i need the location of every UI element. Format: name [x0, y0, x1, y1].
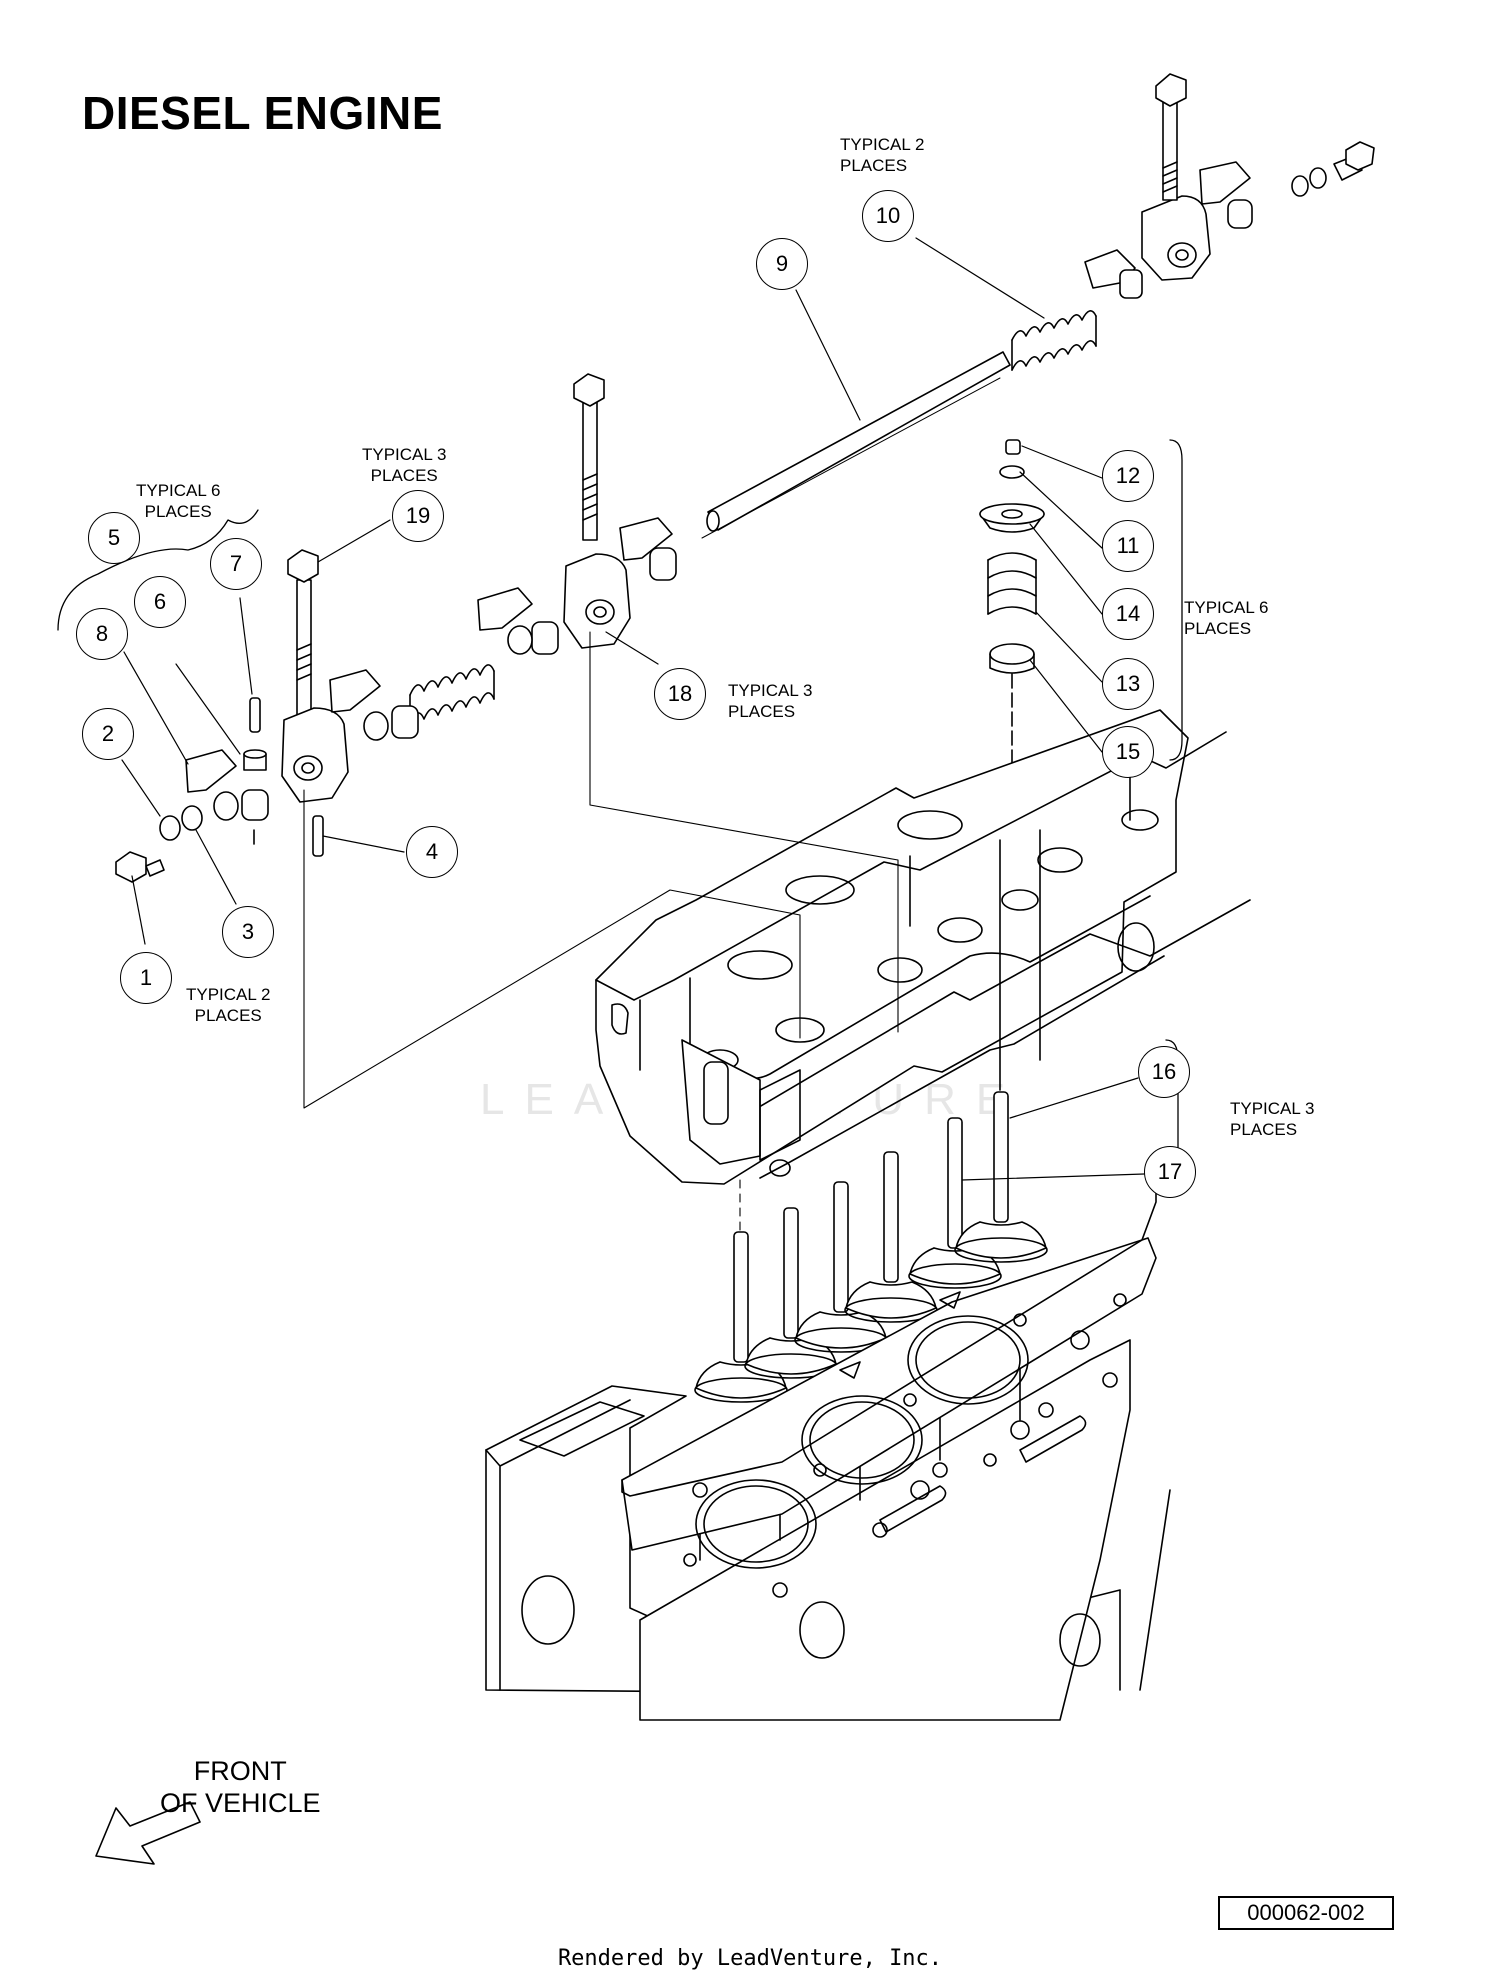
front-arrow [95, 1801, 201, 1865]
callout-16: 16 [1138, 1046, 1190, 1098]
rocker-spring-upper [1011, 310, 1097, 371]
callout-18: 18 [654, 668, 706, 720]
callout-6: 6 [134, 576, 186, 628]
callout-14: 14 [1102, 588, 1154, 640]
callout-3: 3 [222, 906, 274, 958]
valve-spring-stack [979, 439, 1045, 861]
note-typical-2-top: TYPICAL 2 PLACES [840, 135, 925, 175]
callout-19: 19 [392, 490, 444, 542]
callout-17: 17 [1144, 1146, 1196, 1198]
callout-13: 13 [1102, 658, 1154, 710]
front-of-vehicle-label: FRONT OF VEHICLE [160, 1756, 321, 1818]
callout-12: 12 [1102, 450, 1154, 502]
head-gasket [621, 1189, 1157, 1598]
callout-11: 11 [1102, 520, 1154, 572]
rocker-assembly-upper-right [1084, 73, 1375, 299]
page-title: DIESEL ENGINE [82, 87, 443, 139]
center-lines [303, 631, 899, 1233]
callout-15: 15 [1102, 726, 1154, 778]
valves [694, 1091, 1048, 1403]
rocker-assembly-left [115, 549, 419, 883]
callout-8: 8 [76, 608, 128, 660]
rocker-assembly-middle [477, 373, 677, 655]
drawing-number: 000062-002 [1218, 1896, 1394, 1930]
rocker-spring-middle [409, 664, 495, 724]
callout-4: 4 [406, 826, 458, 878]
cylinder-head [595, 709, 1251, 1185]
callout-1: 1 [120, 952, 172, 1004]
note-typical-6-left: TYPICAL 6 PLACES [136, 481, 221, 521]
leader-lines [121, 237, 1145, 1181]
note-typical-6-right: TYPICAL 6 PLACES [1184, 598, 1269, 638]
note-typical-3-right: TYPICAL 3 PLACES [1230, 1099, 1315, 1139]
note-typical-2-left: TYPICAL 2 PLACES [186, 985, 271, 1025]
callout-7: 7 [210, 538, 262, 590]
footer-credit: Rendered by LeadVenture, Inc. [557, 1946, 943, 1971]
rocker-shaft [701, 351, 1011, 539]
note-typical-3-middle: TYPICAL 3 PLACES [728, 681, 813, 721]
callout-5: 5 [88, 512, 140, 564]
callout-2: 2 [82, 708, 134, 760]
callout-10: 10 [862, 190, 914, 242]
callout-9: 9 [756, 238, 808, 290]
note-typical-3-top: TYPICAL 3 PLACES [362, 445, 447, 485]
